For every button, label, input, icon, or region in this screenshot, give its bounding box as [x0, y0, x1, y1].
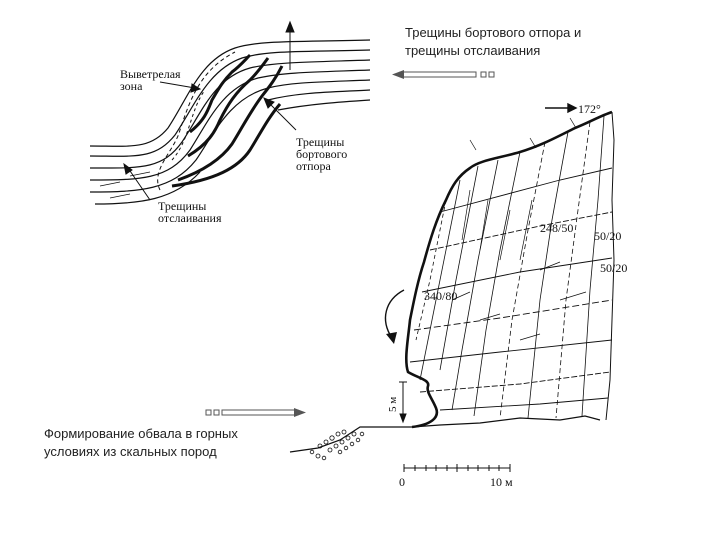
caption-top: Трещины бортового отпора и трещины отсла… — [405, 24, 635, 60]
caption-bottom-line2: условиях из скальных пород — [44, 443, 284, 461]
pointer-arrows-left — [124, 22, 296, 200]
scale-end-label: 10 м — [490, 475, 513, 489]
orientation-label-50-20-lower: 50/20 — [600, 261, 627, 275]
rotation-arrow — [386, 290, 404, 344]
caption-bottom: Формирование обвала в горных условиях из… — [44, 425, 284, 461]
fold-cross-section — [90, 40, 370, 204]
scale-zero-label: 0 — [399, 475, 405, 489]
azimuth-label: 172° — [578, 102, 601, 116]
right-diagram-labels: 172° 248/50 50/20 50/20 340/80 5 м 0 10 … — [387, 102, 627, 489]
cliff-cross-section — [290, 112, 614, 452]
caption-top-line2: трещины отслаивания — [405, 42, 635, 60]
caption-top-line1: Трещины бортового отпора и — [405, 24, 635, 42]
talus-debris — [310, 430, 364, 460]
rebound-cracks — [172, 55, 282, 186]
height-label: 5 м — [387, 397, 399, 412]
height-indicator — [399, 382, 407, 422]
orientation-label-50-20-upper: 50/20 — [594, 229, 621, 243]
label-peel-cracks-2: отслаивания — [158, 211, 222, 225]
label-weathered-zone-2: зона — [120, 79, 143, 93]
scale-bar — [404, 464, 510, 472]
arrow-right-hollow — [206, 408, 306, 417]
orientation-label-248-50: 248/50 — [540, 221, 573, 235]
arrow-left-hollow — [392, 70, 494, 79]
orientation-label-340-80: 340/80 — [424, 289, 457, 303]
label-rebound-cracks-3: отпора — [296, 159, 332, 173]
azimuth-marker — [545, 104, 576, 112]
caption-bottom-line1: Формирование обвала в горных — [44, 425, 284, 443]
